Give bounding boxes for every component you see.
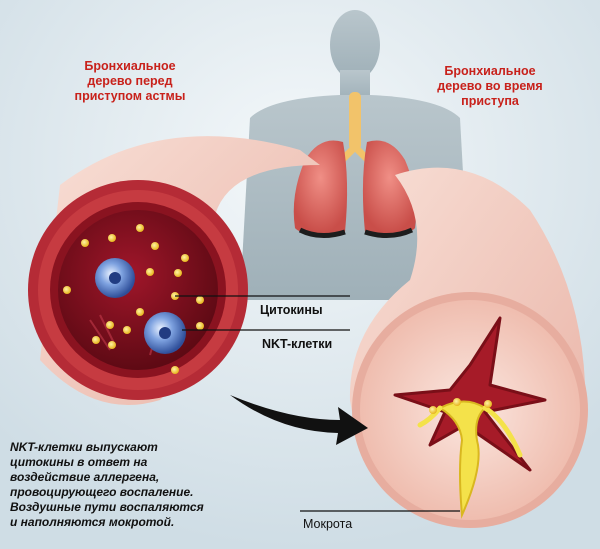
arrow-icon	[230, 395, 368, 445]
human-silhouette	[240, 10, 470, 300]
airway-during	[349, 167, 588, 528]
label-nkt-cells: NKT-клетки	[262, 337, 333, 351]
title-during: Бронхиальное дерево во время приступа	[437, 64, 543, 108]
leader-lines	[175, 295, 460, 512]
title-before: Бронхиальное дерево перед приступом астм…	[74, 59, 186, 103]
airway-before	[28, 136, 320, 405]
caption-text: NKT-клетки выпускают цитокины в ответ на…	[10, 440, 204, 529]
label-cytokines: Цитокины	[260, 303, 323, 317]
cytokines-dots	[63, 224, 204, 374]
label-sputum: Мокрота	[303, 517, 353, 531]
